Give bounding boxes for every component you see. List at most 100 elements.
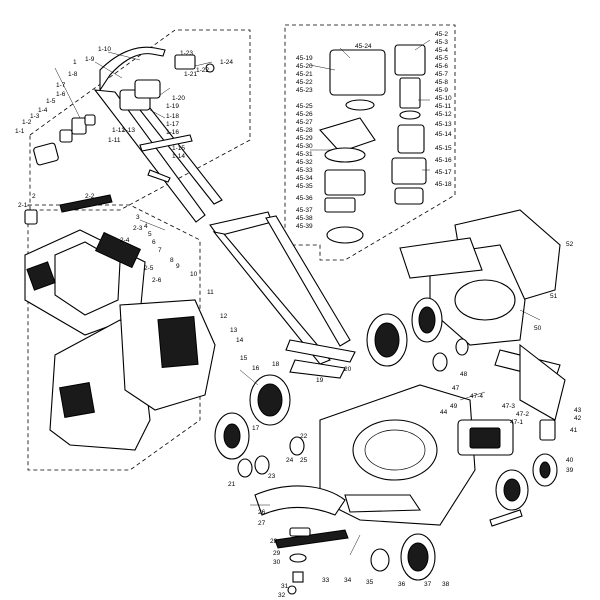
label-45-35: 45-36 <box>296 195 313 202</box>
label-45-25: 45-26 <box>296 111 313 118</box>
label-45-11: 45-12 <box>435 111 452 118</box>
drive-parts <box>319 44 427 244</box>
label-36: 36 <box>398 581 406 588</box>
label-45-4: 45-5 <box>435 55 448 62</box>
label-48: 48 <box>460 371 468 378</box>
label-2-3: 2-3 <box>133 225 143 232</box>
label-1-19: 1-19 <box>166 103 179 110</box>
label-25: 25 <box>300 457 308 464</box>
label-35: 35 <box>366 579 374 586</box>
label-45-6: 45-7 <box>435 71 448 78</box>
label-1: 1 <box>73 59 77 66</box>
label-1-8: 1-8 <box>68 71 78 78</box>
label-29: 29 <box>273 550 281 557</box>
label-47-2: 47-2 <box>516 411 529 418</box>
label-45-36: 45-37 <box>296 207 313 214</box>
label-27: 27 <box>258 520 266 527</box>
label-45-7: 45-8 <box>435 79 448 86</box>
wheel-16 <box>249 374 291 426</box>
label-45-17: 45-18 <box>435 181 452 188</box>
label-45-19: 45-20 <box>296 63 313 70</box>
label-2-2: 2-2 <box>85 193 95 200</box>
label-13: 13 <box>230 327 238 334</box>
label-16: 16 <box>252 365 260 372</box>
label-50: 50 <box>534 325 542 332</box>
label-30: 30 <box>273 559 281 566</box>
wheel-39 <box>532 453 558 487</box>
group-frames <box>27 24 456 471</box>
label-10: 10 <box>190 271 198 278</box>
label-45-34: 45-35 <box>296 183 313 190</box>
label-45-26: 45-27 <box>296 119 313 126</box>
label-45-2: 45-3 <box>435 39 448 46</box>
label-45-14: 45-15 <box>435 145 452 152</box>
label-7: 7 <box>158 247 162 254</box>
handle-assembly <box>93 46 356 379</box>
label-26: 26 <box>258 509 266 516</box>
label-45-30: 45-31 <box>296 151 313 158</box>
label-4: 4 <box>144 223 148 230</box>
label-45-20: 45-21 <box>296 71 313 78</box>
label-32: 32 <box>278 592 286 599</box>
label-47-4: 47-4 <box>470 393 483 400</box>
label-45-27: 45-28 <box>296 127 313 134</box>
label-45-18: 45-19 <box>296 55 313 62</box>
label-1-23: 1-23 <box>180 50 193 57</box>
label-47-3: 47-3 <box>502 403 515 410</box>
label-45-1: 45-2 <box>435 31 448 38</box>
battery-parts <box>457 343 566 456</box>
label-1-2: 1-2 <box>22 119 32 126</box>
label-43: 43 <box>574 407 582 414</box>
label-45-29: 45-30 <box>296 143 313 150</box>
label-40: 40 <box>566 457 574 464</box>
label-1-15: 1-15 <box>172 145 185 152</box>
label-45-5: 45-6 <box>435 63 448 70</box>
mower-deck <box>319 384 476 526</box>
label-38: 38 <box>442 581 450 588</box>
label-11: 11 <box>207 289 214 296</box>
label-45-13: 45-14 <box>435 131 452 138</box>
label-1-17: 1-17 <box>166 121 179 128</box>
label-45-37: 45-38 <box>296 215 313 222</box>
grass-catcher <box>24 194 216 451</box>
label-45-3: 45-4 <box>435 47 448 54</box>
label-47-1: 47-1 <box>510 419 523 426</box>
label-18: 18 <box>272 361 280 368</box>
label-23: 23 <box>268 473 276 480</box>
label-45-23: 45-24 <box>355 43 372 50</box>
label-2-6: 2-6 <box>152 277 162 284</box>
label-1-10: 1-10 <box>98 46 111 53</box>
label-28: 28 <box>270 538 278 545</box>
label-34: 34 <box>344 577 352 584</box>
label-45-15: 45-16 <box>435 157 452 164</box>
catcher-group-frame <box>27 204 201 471</box>
label-1-13: 1-13 <box>122 127 135 134</box>
label-1-1: 1-1 <box>15 128 25 135</box>
wheel-rear-bottom <box>400 533 436 581</box>
part-labels: 1-10 1 1-9 1-8 1-7 1-6 1-5 1-4 1-3 1-2 1… <box>15 31 582 599</box>
label-1-3: 1-3 <box>30 113 40 120</box>
label-45-16: 45-17 <box>435 169 452 176</box>
label-22: 22 <box>300 433 308 440</box>
label-17: 17 <box>252 425 260 432</box>
label-1-11: 1-11 <box>108 137 121 144</box>
label-45-32: 45-33 <box>296 167 313 174</box>
wheels <box>214 297 558 581</box>
label-51: 51 <box>550 293 558 300</box>
label-1-21: 1-21 <box>184 71 197 78</box>
label-49: 49 <box>450 403 458 410</box>
label-45-9: 45-10 <box>435 95 452 102</box>
label-2-5: 2-5 <box>144 265 154 272</box>
label-45-21: 45-22 <box>296 79 313 86</box>
label-1-22: 1-22 <box>196 67 209 74</box>
label-37: 37 <box>424 581 432 588</box>
label-20: 20 <box>344 366 352 373</box>
label-52: 52 <box>566 241 574 248</box>
label-1-9: 1-9 <box>85 56 95 63</box>
label-21: 21 <box>228 481 236 488</box>
wheel-rear-left <box>214 412 250 460</box>
label-45-31: 45-32 <box>296 159 313 166</box>
label-45-10: 45-11 <box>435 103 452 110</box>
label-1-7: 1-7 <box>56 82 66 89</box>
label-14: 14 <box>236 337 244 344</box>
